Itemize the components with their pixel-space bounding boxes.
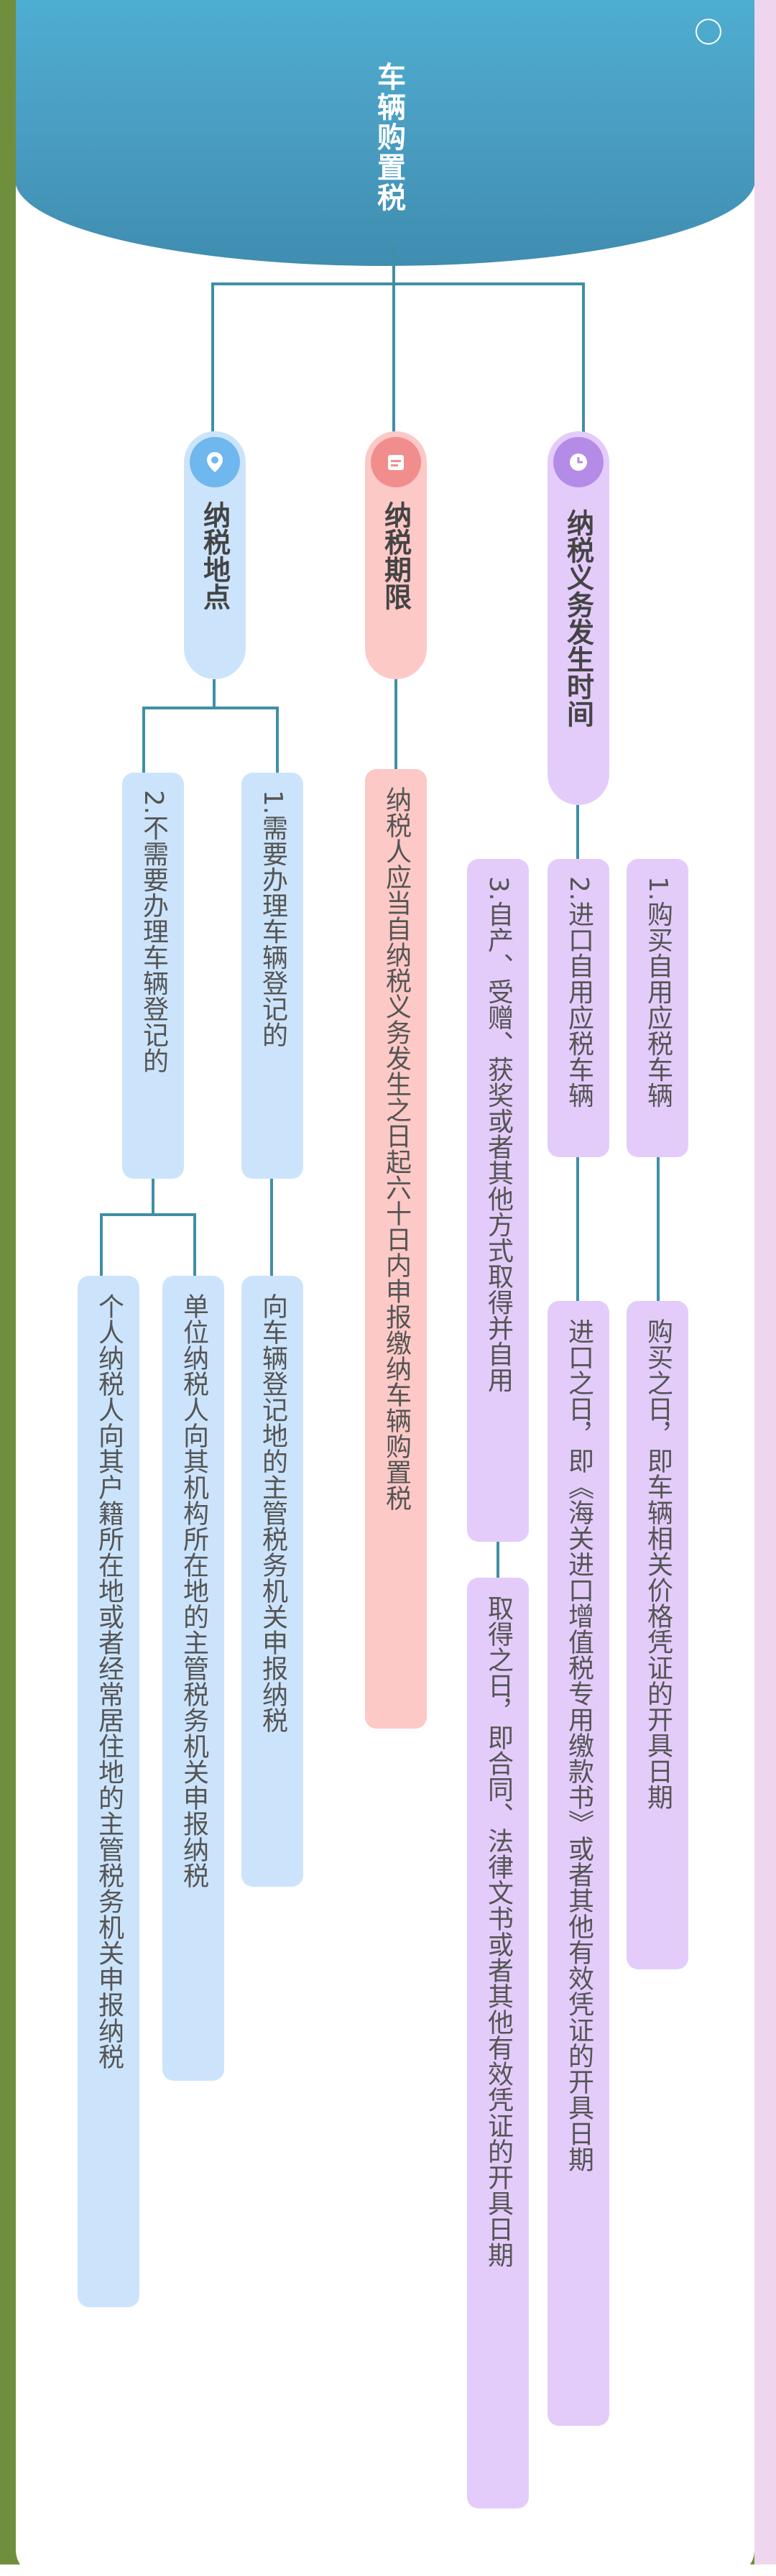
location-pin-icon	[190, 437, 240, 487]
purchase-detail[interactable]: 购买之日，即车辆相关价格凭证的开具日期	[627, 1301, 688, 1969]
need-reg-detail[interactable]: 向车辆登记地的主管税务机关申报纳税	[241, 1276, 303, 1887]
title-banner	[16, 0, 754, 266]
time-item-purchase[interactable]: 1.购买自用应税车辆	[627, 859, 688, 1157]
self-detail-text: 取得之日，即合同、法律文书或者其他有效凭证的开具日期	[484, 1595, 513, 2268]
no-reg-detail-individual[interactable]: 个人纳税人向其户籍所在地或者经常居住地的主管税务机关申报纳税	[78, 1276, 139, 2307]
self-label: 3.自产、受赠、获奖或者其他方式取得并自用	[484, 876, 513, 1393]
self-detail[interactable]: 取得之日，即合同、法律文书或者其他有效凭证的开具日期	[467, 1578, 529, 2508]
calendar-icon	[371, 437, 421, 487]
import-detail-text: 进口之日，即《海关进口增值税专用缴款书》或者其他有效凭证的开具日期	[564, 1318, 593, 2172]
import-detail[interactable]: 进口之日，即《海关进口增值税专用缴款书》或者其他有效凭证的开具日期	[548, 1301, 609, 2426]
no-reg-label: 2.不需要办理车辆登记的	[139, 790, 168, 1074]
no-reg-unit-text: 单位纳税人向其机构所在地的主管税务机关申报纳税	[179, 1293, 208, 1888]
time-item-self[interactable]: 3.自产、受赠、获奖或者其他方式取得并自用	[467, 859, 529, 1542]
purchase-label: 1.购买自用应税车辆	[643, 876, 673, 1108]
circle-icon[interactable]	[696, 19, 721, 45]
time-item-import[interactable]: 2.进口自用应税车辆	[548, 859, 609, 1157]
branch-time[interactable]: 纳税义务发生时间	[548, 431, 609, 805]
clock-icon	[553, 437, 604, 487]
location-item-need-reg[interactable]: 1.需要办理车辆登记的	[241, 773, 303, 1179]
no-reg-individual-text: 个人纳税人向其户籍所在地或者经常居住地的主管税务机关申报纳税	[94, 1293, 124, 2069]
need-reg-detail-text: 向车辆登记地的主管税务机关申报纳税	[258, 1293, 287, 1733]
branch-time-label: 纳税义务发生时间	[562, 509, 594, 727]
purchase-detail-text: 购买之日，即车辆相关价格凭证的开具日期	[643, 1318, 673, 1810]
need-reg-label: 1.需要办理车辆登记的	[258, 790, 287, 1048]
branch-deadline-label: 纳税期限	[379, 500, 412, 610]
deadline-detail-text: 纳税人应当自纳税义务发生之日起六十日内申报缴纳车辆购置税	[382, 786, 411, 1511]
mindmap-title: 车辆购置税	[372, 62, 405, 213]
branch-location-label: 纳税地点	[198, 500, 231, 610]
import-label: 2.进口自用应税车辆	[564, 876, 593, 1108]
right-edge-strip	[754, 0, 776, 2576]
deadline-detail[interactable]: 纳税人应当自纳税义务发生之日起六十日内申报缴纳车辆购置税	[365, 769, 427, 1729]
location-item-no-reg[interactable]: 2.不需要办理车辆登记的	[122, 773, 184, 1179]
no-reg-detail-unit[interactable]: 单位纳税人向其机构所在地的主管税务机关申报纳税	[162, 1276, 224, 2081]
bottom-edge	[0, 2564, 776, 2576]
